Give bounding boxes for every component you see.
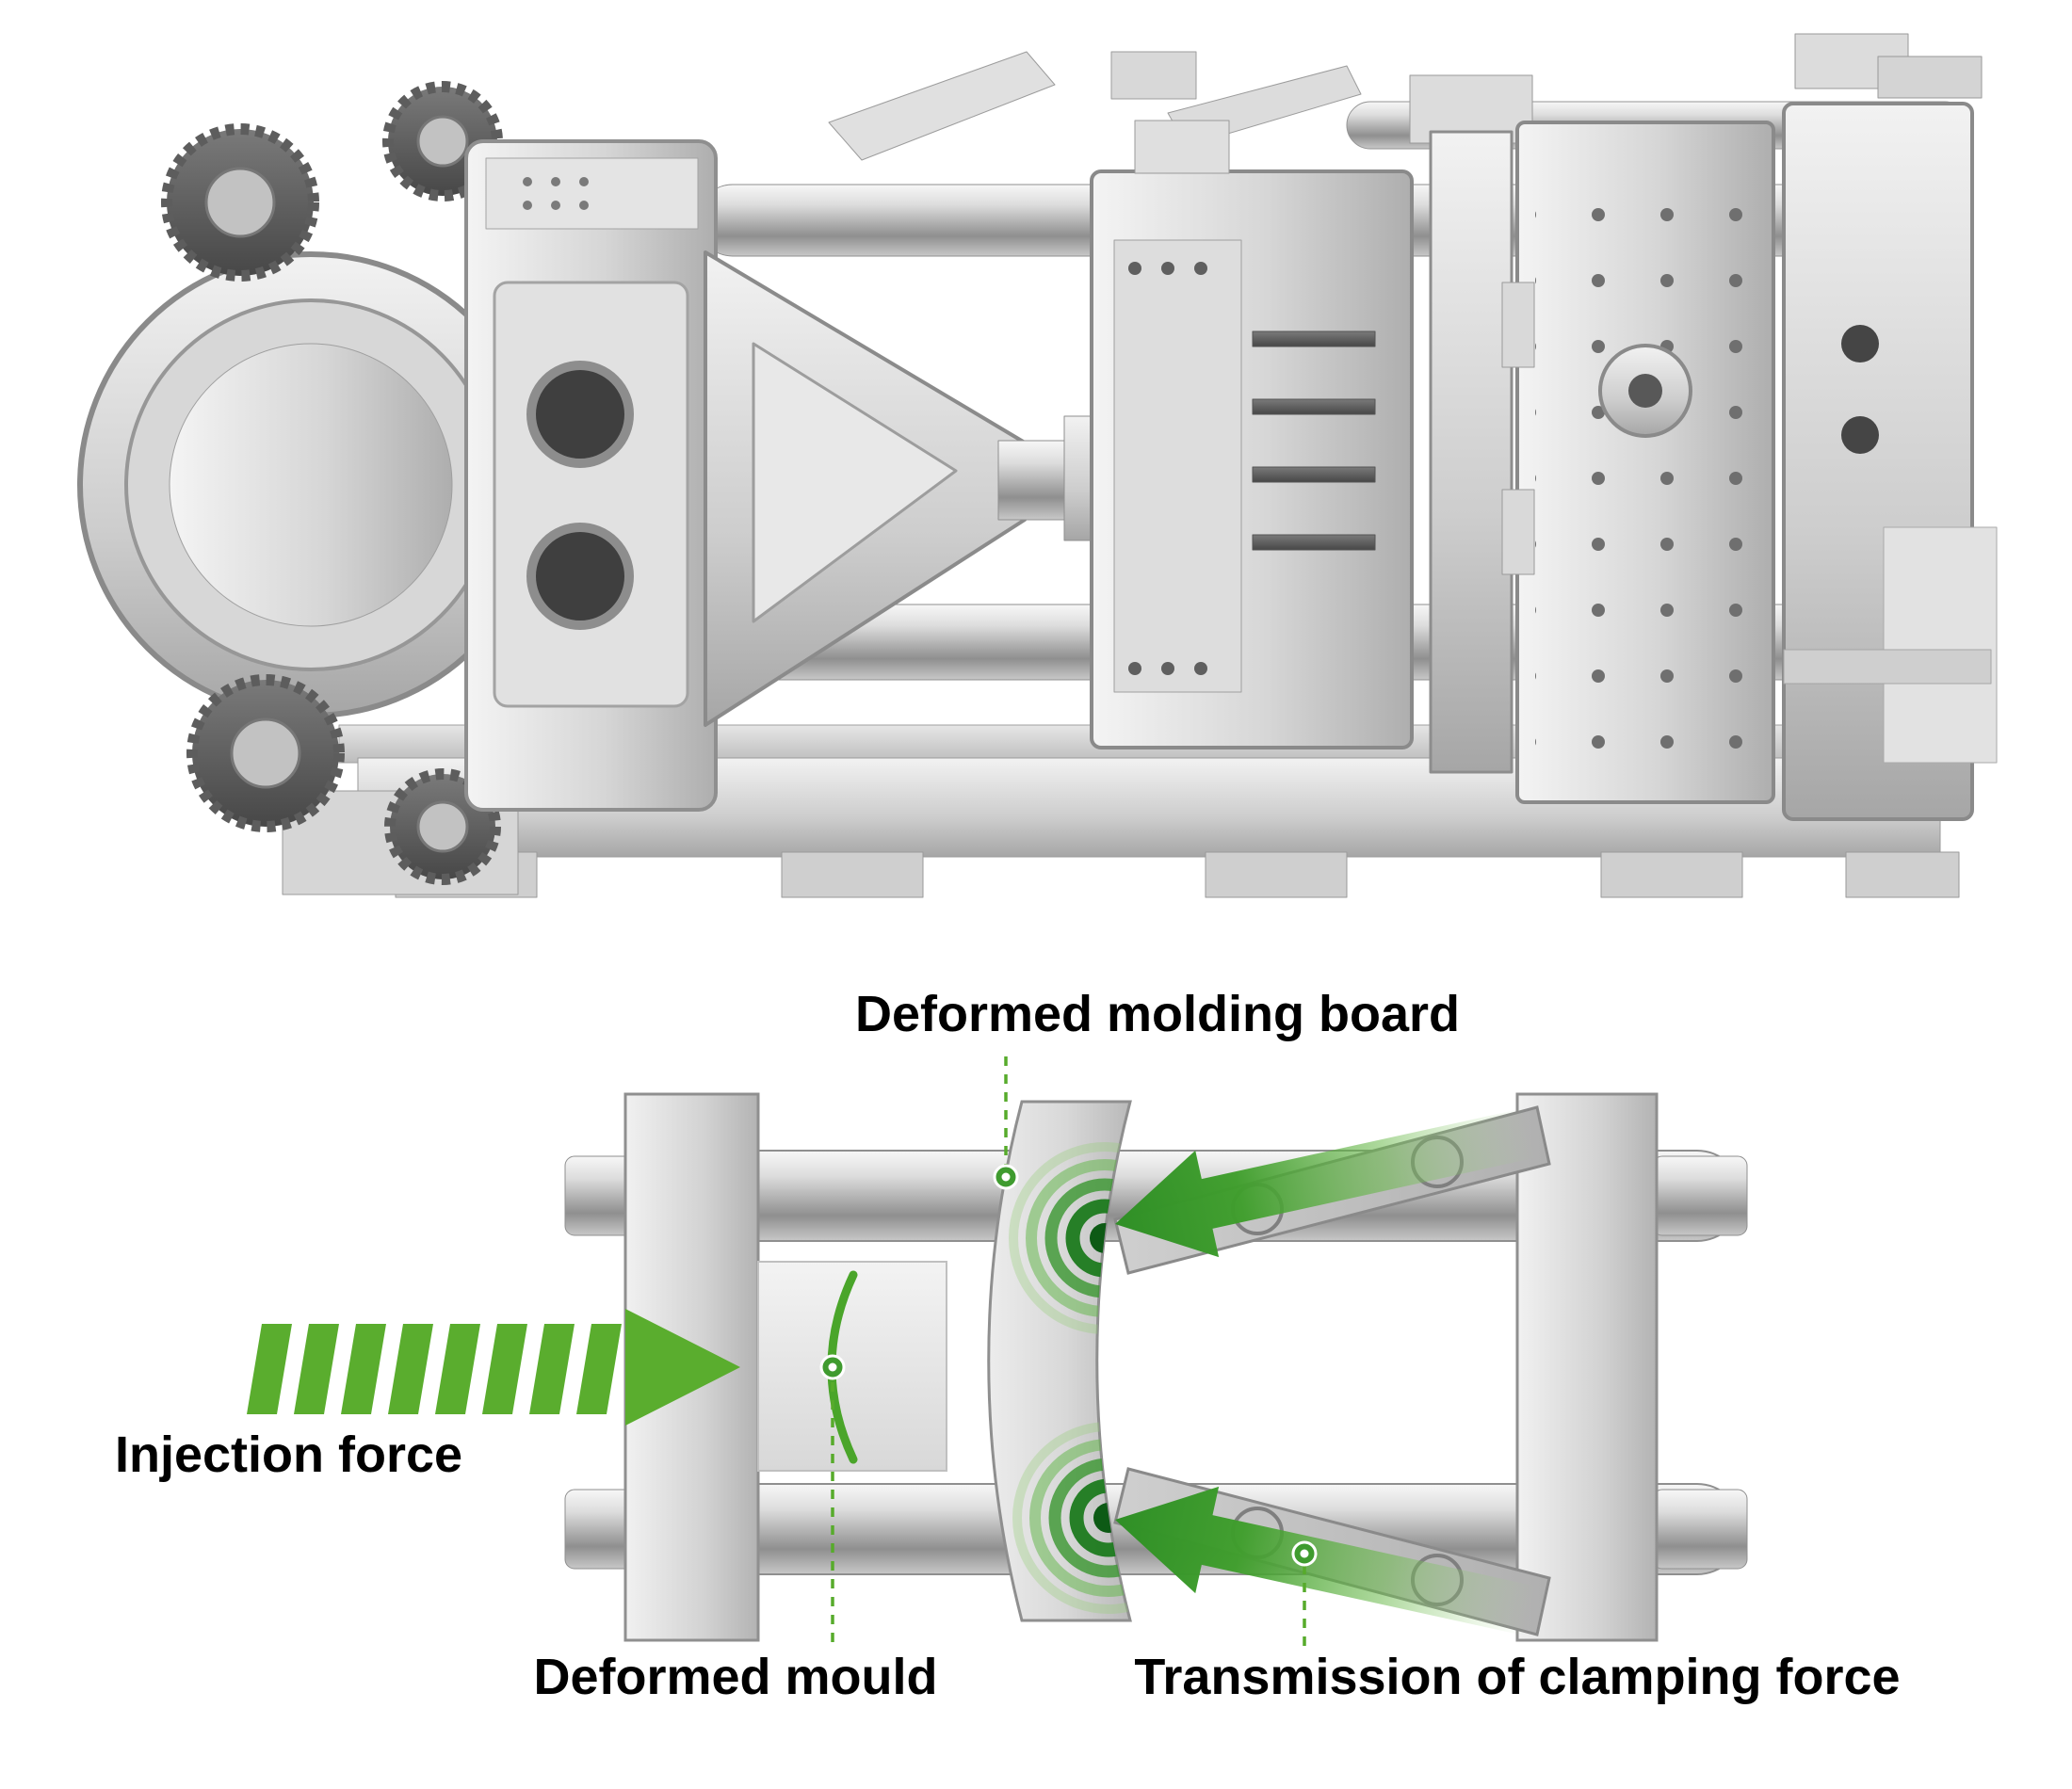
diagram-tie-bar-stub: [1652, 1489, 1748, 1570]
label-transmission-clamping-force: Transmission of clamping force: [1134, 1649, 1901, 1705]
injection-force-arrow: [247, 1309, 740, 1426]
force-diagram: [247, 1056, 1748, 1646]
injection-arrow-head: [625, 1309, 740, 1426]
diagram-mould: [757, 1261, 947, 1472]
callout-lines: [831, 1056, 1306, 1646]
machine-moving-platen: [1090, 120, 1414, 749]
machine-support-column: [1429, 130, 1514, 774]
diagram-end-platen: [1515, 1092, 1659, 1642]
machine-fixed-platen: [464, 139, 718, 812]
clamping-force-arrow-top: [1115, 1107, 1537, 1258]
diagram-tie-bar-stub: [1652, 1155, 1748, 1236]
machine-stationary-platen: [1501, 121, 1775, 804]
label-deformed-mould: Deformed mould: [533, 1649, 938, 1705]
label-deformed-molding-board: Deformed molding board: [854, 986, 1460, 1042]
machine-end-frame: [1782, 33, 1998, 821]
clamping-force-arrow-bottom: [1115, 1486, 1537, 1636]
machine-toggle-strut: [704, 250, 1169, 727]
label-injection-force: Injection force: [115, 1426, 463, 1483]
callout-dots: [819, 1164, 1318, 1567]
machine-illustration: [77, 33, 1998, 898]
machine-ring-assembly: [77, 81, 544, 885]
